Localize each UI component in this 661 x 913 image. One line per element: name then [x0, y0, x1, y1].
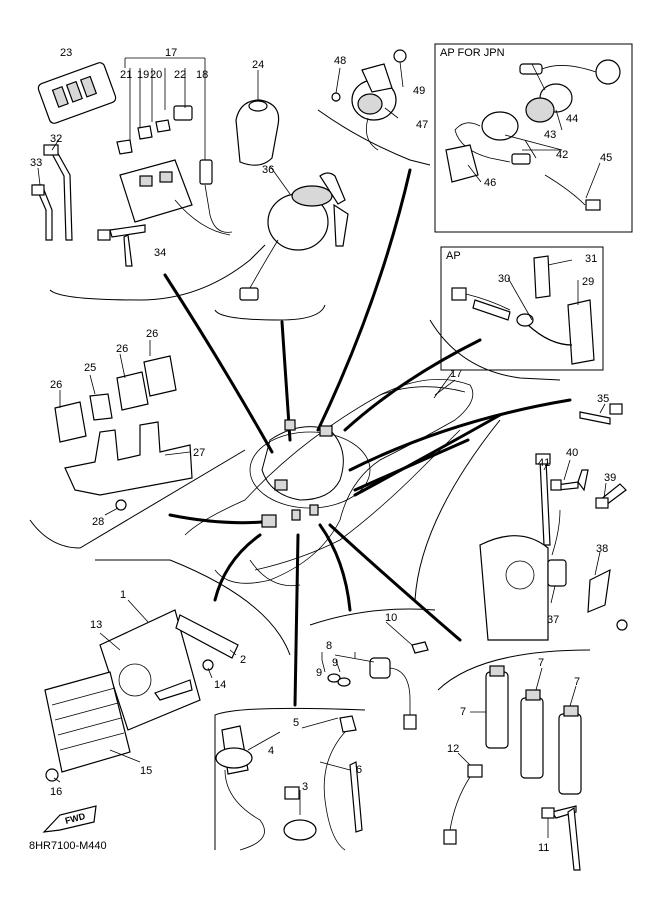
group-outline-ap	[429, 319, 561, 381]
callout-7c: 7	[460, 706, 466, 718]
group-outline-mid-left	[29, 449, 246, 549]
callout-34: 34	[154, 247, 166, 259]
bands-parts-39-41	[535, 453, 627, 546]
callout-labels: 1 2 3 4 5 6 7 7 7 8 9 9 10 11 12 13 14 1…	[30, 47, 616, 854]
callout-7b: 7	[574, 676, 580, 688]
main-switch-part-36	[239, 172, 349, 301]
fuses-parts-19-22	[116, 105, 193, 155]
callout-28: 28	[92, 516, 104, 528]
callout-30: 30	[498, 273, 510, 285]
callout-5: 5	[293, 717, 299, 729]
callout-6: 6	[356, 764, 362, 776]
callout-39: 39	[604, 472, 616, 484]
callout-14: 14	[214, 679, 226, 691]
callout-36: 36	[262, 164, 274, 176]
callout-33: 33	[30, 157, 42, 169]
lead-part-12-band-11	[443, 764, 581, 871]
group-outline-sensor	[214, 707, 366, 850]
callout-16: 16	[50, 786, 62, 798]
meter-part-47	[331, 49, 407, 151]
group-outline-plug	[309, 608, 436, 626]
callout-38: 38	[596, 543, 608, 555]
callout-22: 22	[174, 69, 186, 81]
group-outline-coils	[437, 649, 591, 691]
callout-1: 1	[120, 589, 126, 601]
callout-25: 25	[84, 362, 96, 374]
callout-17b: 17	[450, 368, 462, 380]
callout-18: 18	[196, 69, 208, 81]
ap-components-parts-29-31	[451, 255, 595, 365]
sensor-parts-8-10	[327, 641, 429, 730]
callout-42: 42	[556, 149, 568, 161]
callout-29: 29	[582, 276, 594, 288]
callout-43: 43	[544, 129, 556, 141]
callout-37: 37	[547, 614, 559, 626]
callout-21: 21	[120, 69, 132, 81]
relays-parts-25-27	[54, 355, 193, 511]
callout-17a: 17	[165, 47, 177, 59]
group-outline-ignition	[214, 304, 326, 321]
group-outline-top-right	[317, 109, 431, 166]
callout-45: 45	[600, 152, 612, 164]
callout-8: 8	[326, 640, 332, 652]
callout-24: 24	[252, 59, 264, 71]
ignition-coils-part-7	[485, 665, 582, 795]
callout-leaders	[37, 57, 607, 838]
rectifier-part-15	[44, 671, 131, 782]
callout-41: 41	[538, 457, 550, 469]
callout-48: 48	[334, 55, 346, 67]
callout-4: 4	[268, 745, 274, 757]
switch-panel-part-23	[37, 62, 117, 124]
callout-44: 44	[566, 113, 578, 125]
callout-13: 13	[90, 619, 102, 631]
group-outline-cdi	[95, 559, 291, 656]
fuse-box-part-18	[119, 159, 233, 236]
harness-bundle-center	[261, 419, 344, 528]
callout-26b: 26	[146, 328, 158, 340]
cdi-unit-parts-1-2-13-14	[99, 609, 239, 731]
callout-12: 12	[447, 743, 459, 755]
callout-20: 20	[150, 69, 162, 81]
diagram-code: 8HR7100-M440	[29, 840, 107, 852]
callout-27: 27	[193, 447, 205, 459]
callout-15: 15	[140, 765, 152, 777]
group-outline-right	[414, 419, 501, 601]
callout-26a: 26	[116, 343, 128, 355]
callout-46: 46	[484, 177, 496, 189]
cap-part-24	[235, 99, 280, 166]
callout-35: 35	[597, 393, 609, 405]
watercraft-hull	[184, 379, 474, 587]
callout-10: 10	[385, 612, 397, 624]
callout-11: 11	[538, 842, 549, 854]
callout-40: 40	[566, 447, 578, 459]
callout-23: 23	[60, 47, 72, 59]
jpn-key-switch-parts-42-46	[445, 59, 621, 211]
ap-for-jpn-title: AP FOR JPN	[440, 47, 505, 59]
bracket-parts-37-38	[479, 509, 628, 641]
callout-26c: 26	[50, 379, 62, 391]
fwd-arrow-icon: FWD	[42, 805, 97, 833]
harness-leaders	[163, 168, 572, 707]
group-outline-top-left	[49, 244, 266, 301]
callout-47: 47	[416, 119, 428, 131]
callout-32: 32	[50, 133, 62, 145]
ap-for-jpn-box	[434, 43, 633, 233]
band-part-35	[579, 403, 623, 425]
callout-9a: 9	[316, 667, 322, 679]
callout-7a: 7	[538, 657, 544, 669]
callout-9b: 9	[332, 657, 338, 669]
callout-3: 3	[302, 781, 308, 793]
callout-2: 2	[240, 654, 246, 666]
callout-19: 19	[137, 69, 149, 81]
callout-49: 49	[413, 85, 425, 97]
ap-title: AP	[446, 250, 461, 262]
sensors-parts-3-6	[215, 715, 363, 851]
bands-parts-32-34	[31, 144, 146, 267]
callout-31: 31	[585, 253, 597, 265]
ap-box	[440, 246, 604, 371]
